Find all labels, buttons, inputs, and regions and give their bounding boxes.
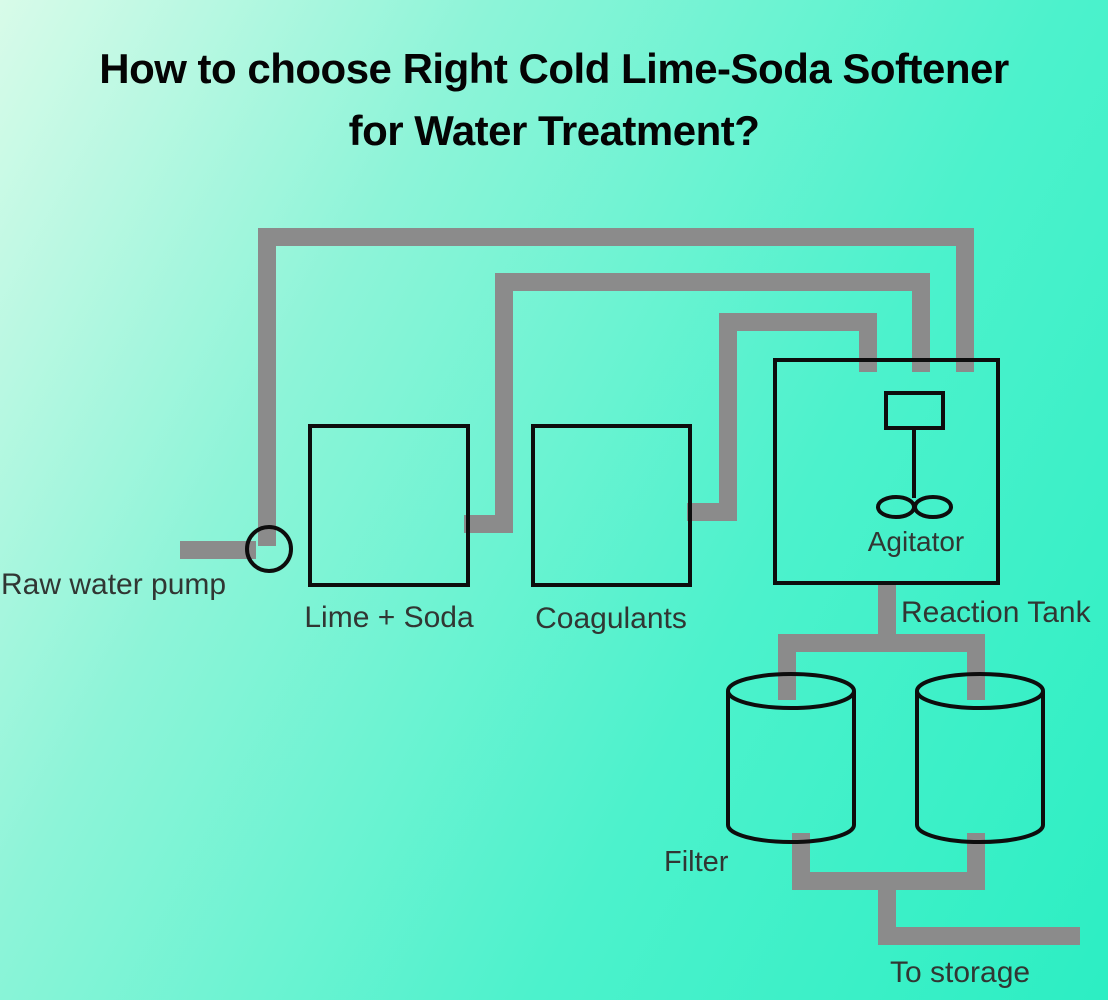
lime-soda-box bbox=[308, 424, 470, 587]
filter-cylinder-left-body bbox=[726, 691, 856, 844]
coagulants-box bbox=[531, 424, 692, 587]
label-coagulants: Coagulants bbox=[535, 602, 687, 635]
agitator-blade-left bbox=[876, 495, 916, 519]
page-title: How to choose Right Cold Lime-Soda Softe… bbox=[0, 38, 1108, 162]
filter-cylinder-right-body bbox=[915, 691, 1045, 844]
pipe-lime-soda-to-reaction-tank bbox=[464, 273, 930, 533]
page-title-line2: for Water Treatment? bbox=[348, 107, 760, 154]
filter-cylinder-left bbox=[726, 672, 856, 844]
label-lime-soda: Lime + Soda bbox=[304, 601, 474, 634]
label-filter: Filter bbox=[664, 846, 729, 878]
label-raw-water-pump: Raw water pump bbox=[1, 568, 227, 601]
filter-cylinder-right bbox=[915, 672, 1045, 844]
pipe-reaction-tank-to-filters bbox=[778, 583, 985, 700]
agitator-blade-right bbox=[913, 495, 953, 519]
reaction-tank-outline bbox=[773, 358, 1000, 585]
label-reaction-tank: Reaction Tank bbox=[901, 596, 1091, 629]
label-agitator: Agitator bbox=[867, 526, 965, 557]
raw-water-pump-symbol bbox=[245, 525, 293, 573]
agitator-motor bbox=[884, 391, 945, 430]
label-to-storage: To storage bbox=[890, 956, 1031, 989]
filter-cylinder-right-top bbox=[915, 672, 1045, 710]
pipe-pump-to-reaction-tank bbox=[258, 228, 974, 546]
page-title-line1: How to choose Right Cold Lime-Soda Softe… bbox=[99, 45, 1009, 92]
pipe-coagulants-to-reaction-tank bbox=[687, 313, 877, 521]
pipe-filters-to-storage bbox=[792, 833, 1080, 945]
filter-cylinder-left-top bbox=[726, 672, 856, 710]
